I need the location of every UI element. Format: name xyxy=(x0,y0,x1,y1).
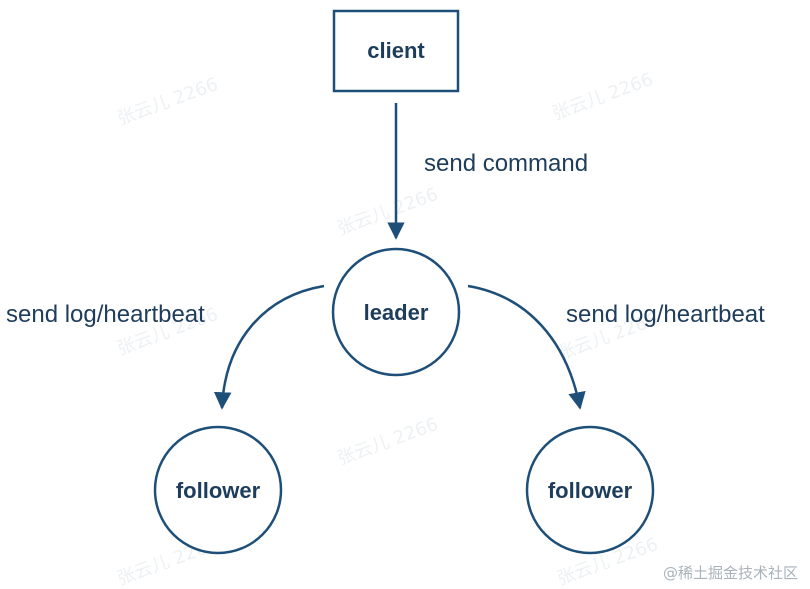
watermark: 张云儿 2266 xyxy=(335,184,441,240)
send-command-label: send command xyxy=(424,150,588,177)
follower-left-label: follower xyxy=(176,478,261,503)
source-credit: @稀土掘金技术社区 xyxy=(663,564,798,582)
send-log-left-label: send log/heartbeat xyxy=(6,301,205,328)
follower-right-node xyxy=(525,425,655,555)
send-log-left-arrow xyxy=(213,284,325,410)
leader-node xyxy=(331,247,461,377)
client-node xyxy=(332,9,460,93)
watermark: 张云儿 2266 xyxy=(550,69,656,125)
follower-left-node xyxy=(153,425,283,555)
leader-label: leader xyxy=(364,300,429,325)
watermark: 张云儿 2266 xyxy=(115,74,221,130)
send-log-right-label: send log/heartbeat xyxy=(566,301,765,328)
client-label: client xyxy=(367,38,425,63)
follower-right-label: follower xyxy=(548,478,633,503)
send-log-right-arrow xyxy=(467,284,586,410)
watermark: 张云儿 2266 xyxy=(335,414,441,470)
